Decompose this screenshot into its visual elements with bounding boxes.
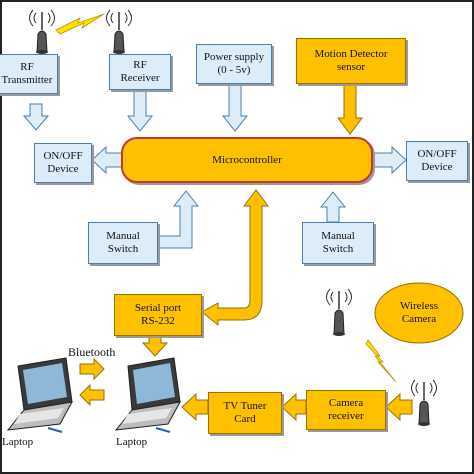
manual-switch-right-block: Manual Switch (302, 222, 374, 264)
laptop-left-label: Laptop (2, 436, 34, 448)
antenna-icon (106, 9, 132, 54)
power-supply-label: Power supply (0 - 5v) (203, 51, 265, 76)
tv-tuner-block: TV Tuner Card (208, 392, 282, 434)
camera-receiver-label: Camera receiver (328, 397, 364, 422)
arrow-rf-receiver-down (126, 89, 154, 132)
lightning-icon (365, 339, 397, 383)
microcontroller-block: Microcontroller (121, 137, 373, 183)
lightning-icon (55, 13, 105, 35)
on-off-device-right-block: ON/OFF Device (406, 141, 468, 181)
arrow-serial-to-laptop (141, 335, 169, 357)
camera-receiver-block: Camera receiver (306, 390, 386, 430)
laptop-icon (114, 357, 181, 433)
on-off-device-left-block: ON/OFF Device (34, 143, 92, 183)
power-supply-block: Power supply (0 - 5v) (196, 44, 272, 84)
arrow-bluetooth-left (79, 383, 105, 407)
arrow-antenna-to-receiver (385, 392, 413, 422)
antenna-icon (29, 9, 55, 54)
antenna-icon (411, 379, 437, 426)
microcontroller-label: Microcontroller (212, 154, 282, 166)
motion-detector-label: Motion Detector sensor (314, 48, 388, 73)
connector-serial-microcontroller (201, 189, 269, 327)
arrow-to-left-device (91, 145, 124, 175)
on-off-device-left-label: ON/OFF Device (43, 150, 83, 175)
connector-manual-switch-left (157, 190, 200, 249)
wireless-camera-block: Wireless Camera (385, 295, 453, 331)
arrow-manual-switch-right-up (319, 191, 347, 223)
bluetooth-label: Bluetooth (68, 345, 116, 359)
tv-tuner-label: TV Tuner Card (223, 400, 267, 425)
arrow-rf-transmitter-down (22, 103, 50, 131)
serial-port-block: Serial port RS-232 (114, 294, 202, 336)
arrow-to-right-device (371, 145, 407, 175)
arrow-bluetooth-right (79, 357, 105, 381)
motion-detector-block: Motion Detector sensor (296, 38, 406, 84)
serial-port-label: Serial port RS-232 (134, 302, 182, 327)
wireless-camera-ellipse (374, 282, 464, 344)
wireless-camera-label: Wireless Camera (399, 300, 439, 325)
arrow-receiver-to-tuner (281, 392, 307, 422)
rf-receiver-label: RF Receiver (120, 59, 160, 84)
manual-switch-right-label: Manual Switch (321, 230, 355, 255)
manual-switch-left-block: Manual Switch (88, 222, 158, 264)
laptop-icon (6, 357, 73, 433)
arrow-tuner-to-laptop (181, 392, 209, 422)
manual-switch-left-label: Manual Switch (106, 230, 140, 255)
laptop-right-label: Laptop (116, 436, 148, 448)
arrow-motion-detector-down (337, 83, 363, 135)
rf-receiver-block: RF Receiver (109, 54, 171, 90)
rf-transmitter-block: RF Transmitter (0, 54, 58, 94)
rf-transmitter-label: RF Transmitter (1, 61, 53, 86)
on-off-device-right-label: ON/OFF Device (417, 148, 457, 173)
antenna-icon (326, 288, 352, 336)
arrow-power-supply-down (221, 83, 249, 132)
